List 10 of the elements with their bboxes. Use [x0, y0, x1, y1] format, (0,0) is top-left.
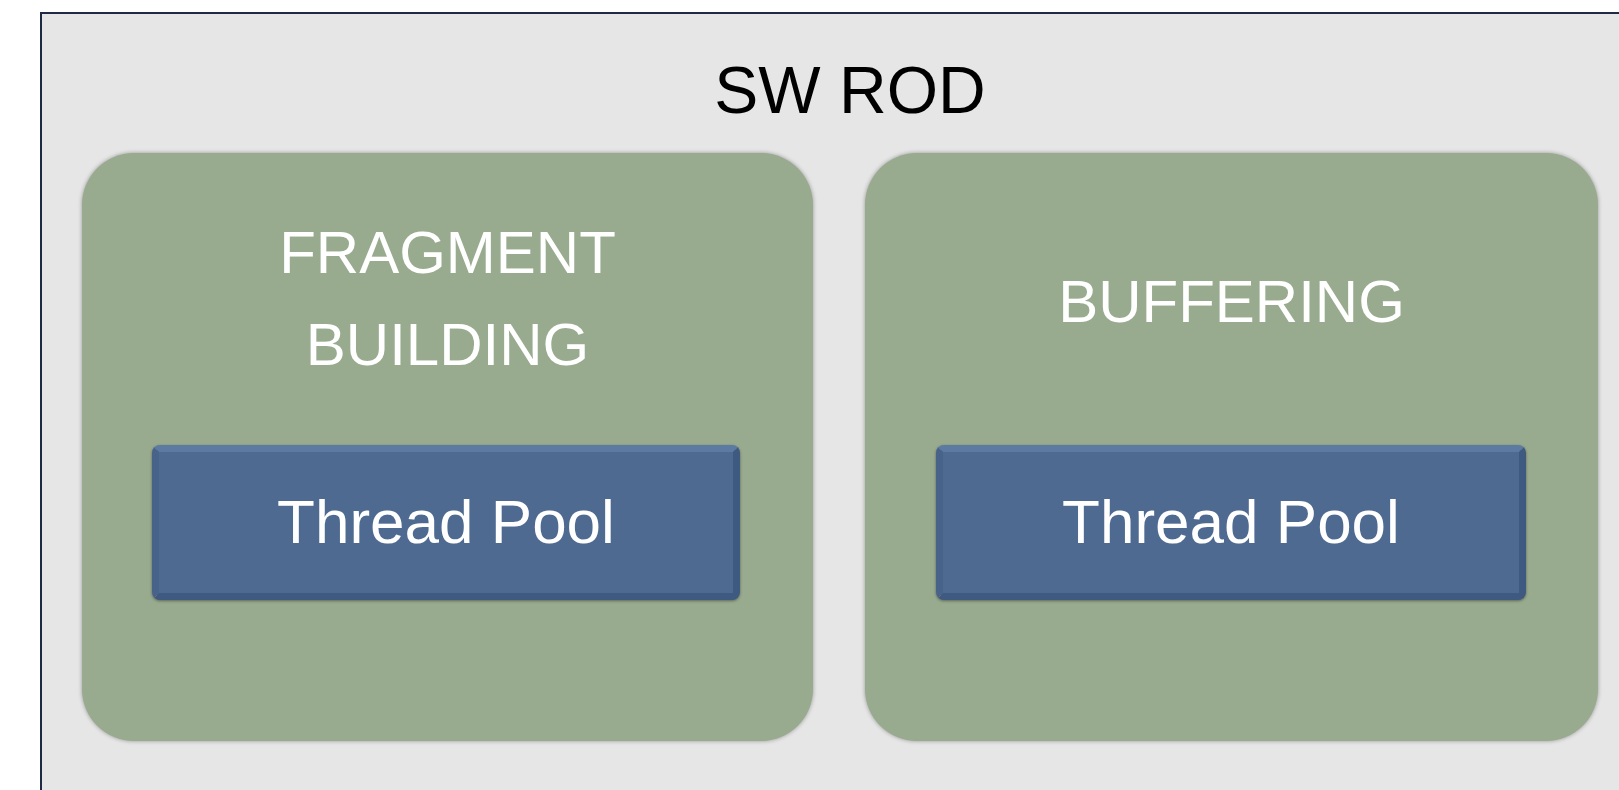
panel-heading: FRAGMENT BUILDING: [278, 218, 617, 380]
thread-pool-bar: [152, 445, 740, 600]
bar-label: Thread Pool: [1061, 486, 1401, 558]
outer-panel: [40, 12, 1619, 790]
module-panel: [82, 153, 813, 741]
title-text: SW ROD: [713, 52, 987, 128]
panel-heading: BUFFERING: [1057, 267, 1406, 337]
module-panel: [865, 153, 1598, 741]
bar-label: Thread Pool: [276, 486, 616, 558]
thread-pool-bar: [936, 445, 1526, 600]
